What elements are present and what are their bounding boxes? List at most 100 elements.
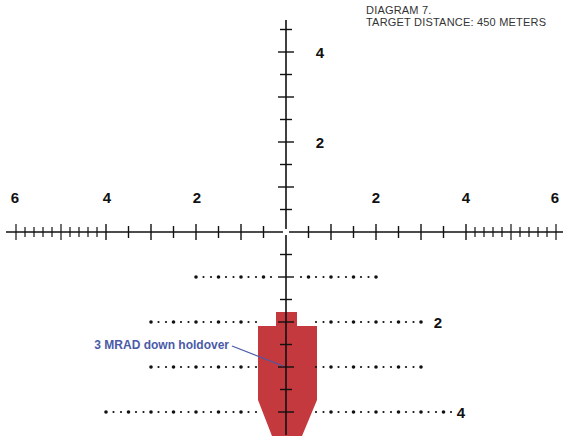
fine-hash-mark — [501, 227, 502, 237]
fine-hash-mark — [519, 227, 520, 237]
holdover-dot — [360, 411, 362, 413]
holdover-dot — [187, 321, 189, 323]
holdover-dot — [360, 366, 362, 368]
holdover-dot — [307, 275, 311, 279]
hash-mark — [128, 226, 129, 238]
holdover-dot — [202, 321, 204, 323]
fine-hash-mark — [474, 227, 475, 237]
holdover-dot — [239, 320, 243, 324]
fine-hash-mark — [528, 227, 529, 237]
callout-text: 3 MRAD down holdover — [94, 339, 229, 351]
holdover-dot — [329, 320, 333, 324]
holdover-dot — [239, 410, 243, 414]
holdover-dot — [337, 366, 339, 368]
holdover-dot — [442, 410, 446, 414]
holdover-dot — [315, 411, 317, 413]
holdover-dot — [329, 275, 333, 279]
hash-mark — [280, 299, 292, 300]
holdover-dot — [405, 321, 407, 323]
holdover-dot — [397, 365, 401, 369]
holdover-dot — [194, 320, 198, 324]
holdover-dot — [149, 320, 153, 324]
holdover-dot — [210, 276, 212, 278]
hash-mark — [278, 51, 294, 52]
mrad-number: 2 — [316, 135, 324, 150]
holdover-dot — [187, 366, 189, 368]
fine-hash-mark — [87, 227, 88, 237]
holdover-dot — [202, 366, 204, 368]
horizontal-stadia — [289, 231, 563, 233]
holdover-dot — [345, 276, 347, 278]
target-shape — [258, 312, 317, 436]
hash-mark — [280, 254, 292, 255]
vertical-stadia — [285, 235, 287, 435]
holdover-dot — [180, 366, 182, 368]
holdover-dot — [367, 366, 369, 368]
hash-mark — [465, 224, 466, 240]
fine-hash-mark — [42, 227, 43, 237]
holdover-dot — [345, 411, 347, 413]
holdover-dot — [270, 276, 272, 278]
diagram-number: DIAGRAM 7. — [366, 5, 432, 16]
holdover-dot — [419, 365, 423, 369]
target-silhouette — [258, 312, 317, 436]
holdover-dot — [405, 411, 407, 413]
holdover-dot — [247, 276, 249, 278]
holdover-dot — [172, 365, 176, 369]
holdover-dot — [412, 321, 414, 323]
holdover-dot — [180, 411, 182, 413]
holdover-dot — [165, 366, 167, 368]
hash-mark — [420, 224, 421, 240]
holdover-dot — [127, 410, 131, 414]
holdover-dot — [337, 276, 339, 278]
holdover-dot — [247, 366, 249, 368]
holdover-dot — [247, 411, 249, 413]
fine-hash-mark — [69, 227, 70, 237]
hash-mark — [173, 226, 174, 238]
holdover-dot — [202, 276, 204, 278]
holdover-dot — [172, 320, 176, 324]
hash-mark — [195, 224, 196, 240]
hash-mark — [375, 224, 376, 240]
holdover-dot — [217, 410, 221, 414]
holdover-dot — [329, 410, 333, 414]
holdover-dot — [352, 365, 356, 369]
fine-hash-mark — [51, 227, 52, 237]
holdover-dot — [435, 411, 437, 413]
holdover-dot — [165, 321, 167, 323]
fine-hash-mark — [60, 224, 61, 240]
hash-mark — [280, 389, 292, 390]
hash-mark — [278, 96, 294, 97]
holdover-dot — [225, 321, 227, 323]
holdover-dot — [104, 410, 108, 414]
holdover-dot — [247, 321, 249, 323]
holdover-dot — [419, 320, 423, 324]
holdover-dot — [225, 411, 227, 413]
fine-hash-mark — [555, 224, 556, 240]
hash-mark — [278, 186, 294, 187]
holdover-dot — [149, 365, 153, 369]
holdover-dot — [419, 410, 423, 414]
holdover-dot — [397, 320, 401, 324]
hash-mark — [330, 224, 331, 240]
holdover-dot — [382, 366, 384, 368]
hash-mark — [240, 224, 241, 240]
holdover-dot — [194, 410, 198, 414]
hash-mark — [443, 226, 444, 238]
holdover-dot — [232, 366, 234, 368]
fine-hash-mark — [510, 224, 511, 240]
holdover-dot — [262, 275, 266, 279]
holdover-dot — [157, 321, 159, 323]
fine-hash-mark — [492, 227, 493, 237]
holdover-dot — [217, 320, 221, 324]
holdover-dot — [232, 276, 234, 278]
fine-hash-mark — [483, 227, 484, 237]
hash-mark — [218, 226, 219, 238]
holdover-dot — [239, 275, 243, 279]
holdover-dot — [135, 411, 137, 413]
holdover-dot — [225, 366, 227, 368]
holdover-dot — [352, 320, 356, 324]
holdover-dot — [352, 275, 356, 279]
mrad-number: 2 — [193, 190, 201, 205]
holdover-dot — [194, 275, 198, 279]
